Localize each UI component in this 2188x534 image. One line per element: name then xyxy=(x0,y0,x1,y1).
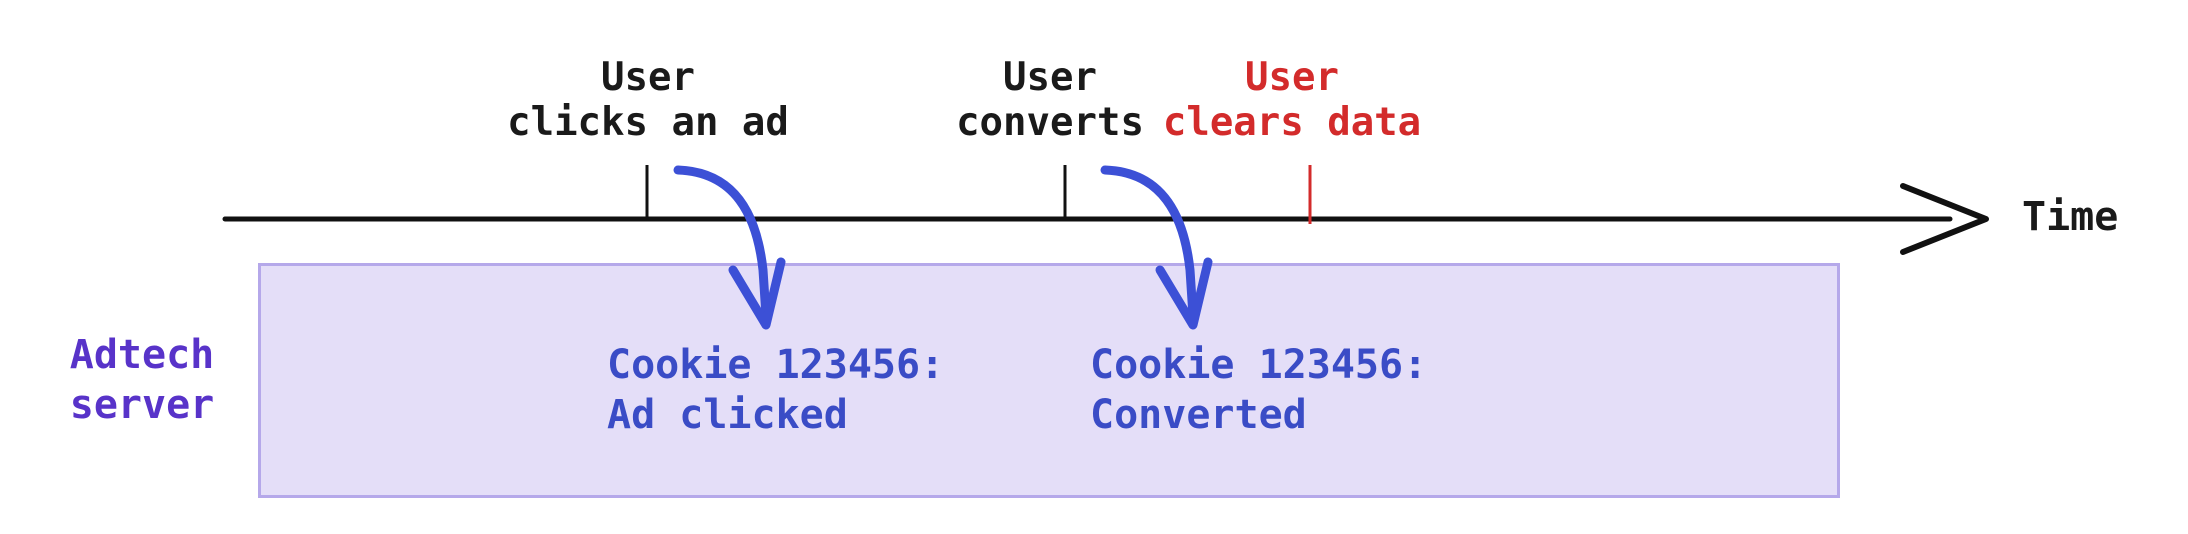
event-label-ad-click: User clicks an ad xyxy=(507,55,789,145)
timeline-axis-label: Time xyxy=(2022,194,2119,240)
event-label-conversion: User converts xyxy=(956,55,1144,145)
server-label-line: Adtech xyxy=(69,332,215,378)
cookie-record-line: Ad clicked xyxy=(607,392,848,438)
event-label-clear-data: User clears data xyxy=(1163,55,1421,145)
cookie-record-converted: Cookie 123456: Converted xyxy=(1090,340,1427,440)
cookie-record-line: Converted xyxy=(1090,392,1307,438)
event-label-line: User xyxy=(1245,55,1339,100)
server-label-line: server xyxy=(69,382,215,428)
cookie-record-ad-clicked: Cookie 123456: Ad clicked xyxy=(607,340,944,440)
adtech-server-label: Adtech server xyxy=(70,330,215,430)
cookie-record-line: Cookie 123456: xyxy=(1090,342,1428,388)
flow-arrow-conversion-icon xyxy=(1100,165,1213,330)
event-label-line: clears data xyxy=(1162,100,1422,145)
adtech-server-box xyxy=(258,263,1840,498)
event-label-line: clicks an ad xyxy=(507,100,789,145)
cookie-record-line: Cookie 123456: xyxy=(607,342,945,388)
timeline-arrowhead-icon xyxy=(1900,183,1989,255)
event-label-line: User xyxy=(1003,55,1097,100)
event-label-line: User xyxy=(601,55,695,100)
event-label-line: converts xyxy=(956,100,1144,145)
flow-arrow-ad-click-icon xyxy=(673,165,786,330)
